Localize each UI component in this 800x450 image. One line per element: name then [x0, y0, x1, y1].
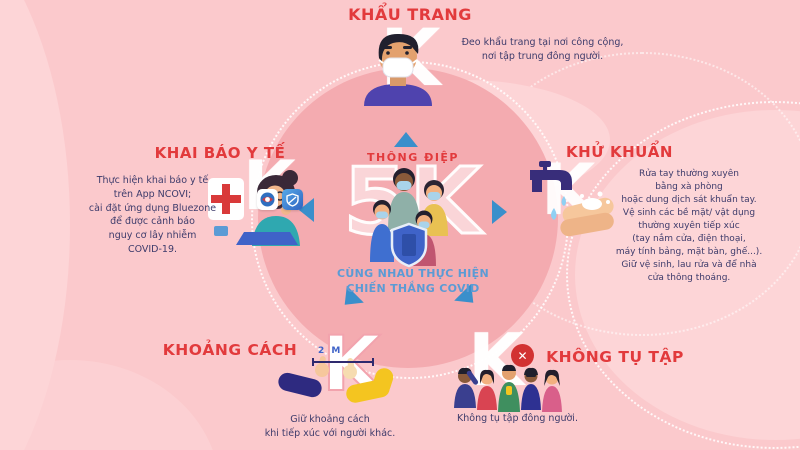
bluezone-app-icon	[282, 189, 303, 210]
crowd-icon	[454, 364, 562, 412]
measure-line	[312, 358, 374, 366]
arrow-right-icon	[492, 200, 507, 224]
no-gather-desc: Không tụ tập đông người.	[457, 413, 578, 424]
family-shield-icon	[370, 168, 448, 268]
section-title-distance: KHOẢNG CÁCH	[162, 341, 298, 359]
distance-badge: 2 M	[318, 346, 343, 356]
masked-man-icon	[364, 33, 432, 106]
mask-desc: Đeo khẩu trang tại nơi công cộng, nơi tậ…	[461, 37, 624, 62]
section-title-mask: KHẨU TRANG	[348, 5, 472, 24]
health-declaration-icon	[208, 170, 300, 246]
section-title-no-gather: KHÔNG TỤ TẬP	[546, 348, 684, 366]
disinfect-desc: Rửa tay thường xuyên bằng xà phòng hoặc …	[615, 169, 763, 284]
distance-arms-icon	[278, 356, 394, 403]
arrow-up-icon	[394, 132, 418, 147]
ncovi-app-icon	[257, 189, 278, 210]
distance-desc: Giữ khoảng cách khi tiếp xúc với người k…	[264, 414, 396, 439]
center-tagline: CÙNG NHAU THỰC HIỆN CHIẾN THẮNG COVID	[337, 267, 489, 295]
no-gather-x-icon: ✕	[511, 344, 534, 367]
bottom-left-blob	[0, 360, 220, 450]
section-title-declare: KHAI BÁO Y TẾ	[154, 144, 286, 162]
close-icon: ✕	[517, 348, 528, 363]
declare-desc: Thực hiện khai báo y tế trên App NCOVI; …	[88, 175, 217, 255]
center-kicker: THÔNG ĐIỆP	[366, 151, 459, 164]
section-title-disinfect: KHỬ KHUẨN	[566, 143, 673, 161]
faucet-handwash-icon	[530, 161, 614, 237]
